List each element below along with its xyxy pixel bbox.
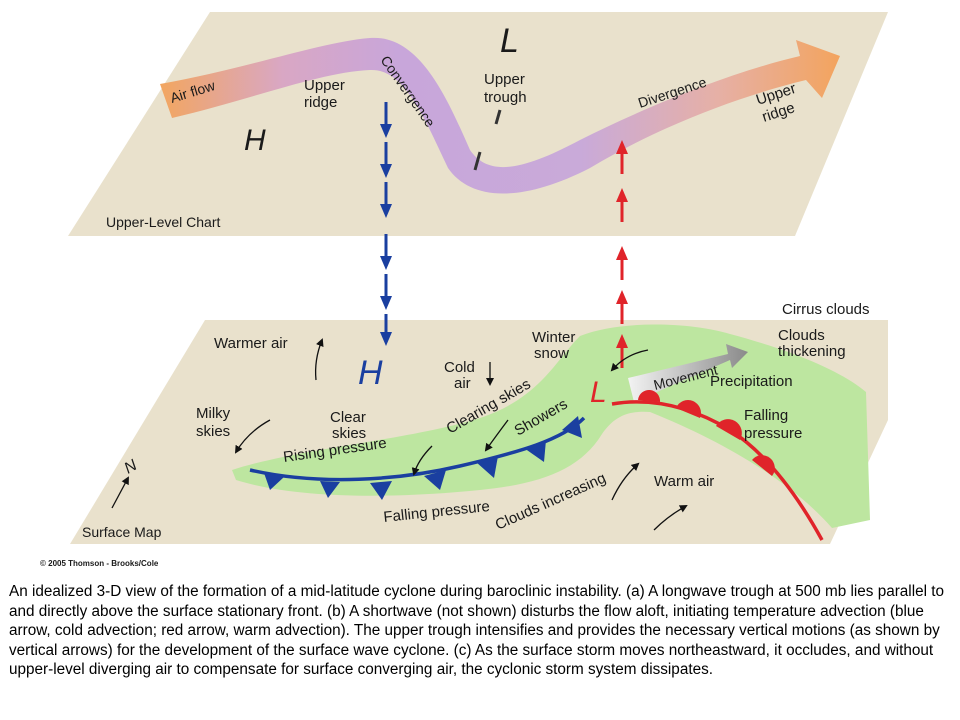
cold-air-label-2: air [454,375,471,392]
clouds-thickening-label-2: thickening [778,343,846,360]
surface-high-symbol: H [358,354,383,392]
warm-front-bump [716,419,742,440]
falling-pressure-label-1: Falling [744,407,788,424]
figure-caption: An idealized 3-D view of the formation o… [9,583,945,679]
cirrus-clouds-label: Cirrus clouds [782,301,870,318]
cyclone-diagram: Air flow Convergence Divergence Upper ri… [40,12,888,568]
copyright-text: © 2005 Thomson - Brooks/Cole [40,559,159,568]
milky-skies-label-1: Milky [196,405,231,422]
cold-front-triangle [264,473,284,490]
cold-air-label-1: Cold [444,359,475,376]
warm-front-bump [676,400,701,418]
falling-pressure-label-2: pressure [744,425,802,442]
upper-trough-label-2: trough [484,89,527,106]
clear-skies-label-1: Clear [330,409,366,426]
warm-front-bump [752,455,775,476]
cold-front-triangle [562,416,582,438]
movement-arrow [628,344,748,402]
trough-axis-dashes [473,109,502,171]
cold-front-triangle [524,440,546,462]
upper-panel-title: Upper-Level Chart [106,214,220,230]
warmer-air-label: Warmer air [214,335,288,352]
upper-ridge-left-label-1: Upper [304,77,345,94]
warm-air-label: Warm air [654,473,714,490]
surface-map-title: Surface Map [82,524,162,540]
cold-front [249,416,586,482]
wind-arrows [111,338,688,531]
precipitation-label: Precipitation [710,373,793,390]
upper-high-symbol: H [244,124,266,157]
ascending-air-arrows [616,140,628,368]
warm-front-bump [638,389,661,402]
cold-front-triangle [320,481,340,498]
clear-skies-label-2: skies [332,425,366,442]
winter-snow-label-1: Winter [532,329,575,346]
cold-front-triangle [370,481,392,500]
surface-low-symbol: L [590,376,607,409]
upper-low-symbol: L [500,22,519,60]
winter-snow-label-2: snow [534,345,569,362]
milky-skies-label-2: skies [196,423,230,440]
upper-ridge-left-label-2: ridge [304,94,337,111]
clouds-thickening-label-1: Clouds [778,327,825,344]
cold-front-triangle [476,456,498,478]
descending-air-arrows [380,102,392,346]
cold-front-triangle [424,470,446,490]
upper-trough-label-1: Upper [484,71,525,88]
